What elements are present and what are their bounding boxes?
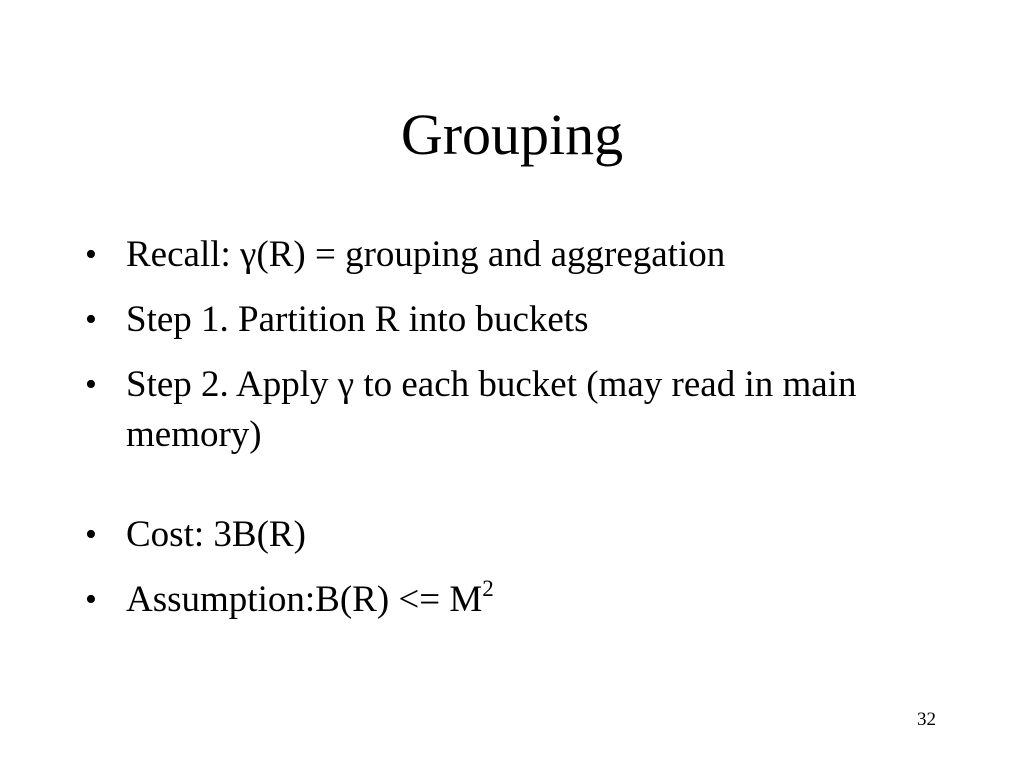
bullet-text: Step 1. Partition R into buckets — [126, 299, 589, 340]
bullet-icon: • — [85, 581, 97, 618]
bullet-recall: • Recall: γ(R) = grouping and aggregatio… — [85, 230, 965, 280]
bullet-icon: • — [85, 301, 97, 338]
slide-title: Grouping — [400, 102, 624, 167]
bullet-assumption: • Assumption:B(R) <= M2 — [85, 575, 965, 625]
bullet-icon: • — [85, 366, 97, 403]
bullet-text: Assumption:B(R) <= M — [126, 579, 483, 620]
bullet-step-2: • Step 2. Apply γ to each bucket (may re… — [85, 360, 965, 460]
bullet-text: Step 2. Apply γ to each bucket (may read… — [126, 364, 857, 455]
bullet-step-1: • Step 1. Partition R into buckets — [85, 295, 965, 345]
bullet-cost: • Cost: 3B(R) — [85, 510, 965, 560]
bullet-list: • Recall: γ(R) = grouping and aggregatio… — [85, 230, 965, 640]
superscript-two: 2 — [482, 576, 494, 601]
bullet-icon: • — [85, 236, 97, 273]
bullet-text: Recall: γ(R) = grouping and aggregation — [126, 234, 726, 275]
bullet-icon: • — [85, 516, 97, 553]
page-number: 32 — [917, 709, 936, 730]
bullet-text: Cost: 3B(R) — [126, 514, 306, 555]
